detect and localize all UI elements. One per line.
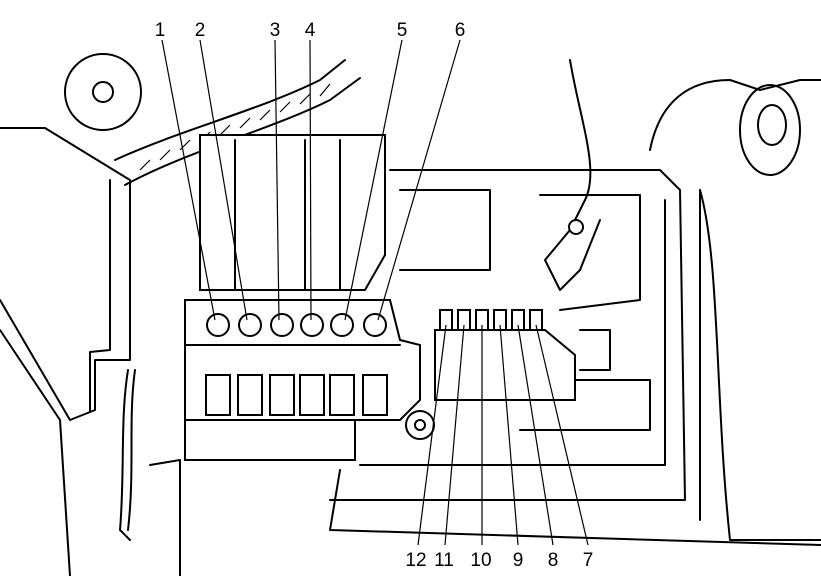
callout-11: 11 <box>434 550 454 571</box>
callout-labels-top: 1 2 3 4 5 6 <box>155 20 466 41</box>
wiring-harness <box>114 59 361 541</box>
left-body-panel <box>0 53 142 576</box>
right-body-panel <box>149 79 821 576</box>
callout-1: 1 <box>155 20 166 41</box>
fuse-studs <box>205 313 388 416</box>
small-fuse-block <box>434 309 576 401</box>
relay-housing <box>199 134 386 291</box>
battery-tray <box>329 59 686 501</box>
callout-labels-bottom: 12 11 10 9 8 7 <box>405 550 593 571</box>
callout-2: 2 <box>195 20 206 41</box>
leader-lines <box>161 39 589 546</box>
callout-5: 5 <box>397 20 408 41</box>
callout-3: 3 <box>270 20 281 41</box>
callout-9: 9 <box>513 550 524 571</box>
callout-12: 12 <box>405 550 426 571</box>
callout-4: 4 <box>305 20 316 41</box>
callout-8: 8 <box>548 550 559 571</box>
callout-7: 7 <box>583 550 594 571</box>
main-fuse-block <box>184 299 435 461</box>
callout-6: 6 <box>455 20 466 41</box>
callout-10: 10 <box>470 550 491 571</box>
